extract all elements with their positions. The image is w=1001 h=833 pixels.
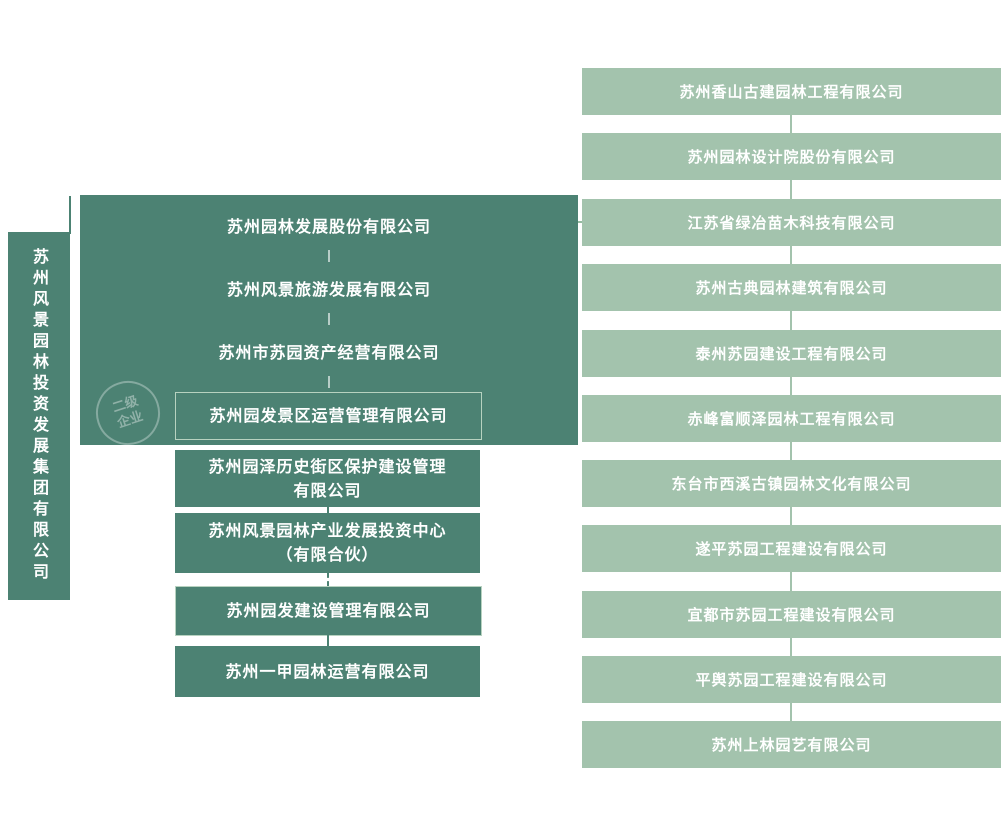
connector-line xyxy=(790,311,792,330)
company-label: 苏州一甲园林运营有限公司 xyxy=(225,661,430,681)
connector-line xyxy=(790,638,792,656)
right-company-box: 平舆苏园工程建设有限公司 xyxy=(582,656,1001,703)
middle-company-box: 苏州园发建设管理有限公司 xyxy=(175,586,482,636)
company-label: 平舆苏园工程建设有限公司 xyxy=(695,671,888,689)
company-label: 赤峰富顺泽园林工程有限公司 xyxy=(687,410,896,428)
dash-connector xyxy=(327,573,329,586)
right-company-box: 东台市西溪古镇园林文化有限公司 xyxy=(582,460,1001,507)
middle-company-row: 苏州市苏园资产经营有限公司 xyxy=(80,322,578,380)
company-label: 东台市西溪古镇园林文化有限公司 xyxy=(671,475,912,493)
middle-company-row: 苏州园林发展股份有限公司 xyxy=(80,196,578,254)
company-label: 遂平苏园工程建设有限公司 xyxy=(695,540,888,558)
company-label: 苏州园林设计院股份有限公司 xyxy=(687,148,896,166)
right-company-box: 泰州苏园建设工程有限公司 xyxy=(582,330,1001,377)
connector-line xyxy=(790,115,792,133)
connector-root-to-panel xyxy=(69,196,71,234)
connector-line xyxy=(790,180,792,199)
company-label: 苏州古典园林建筑有限公司 xyxy=(695,279,888,297)
connector-panel-to-right xyxy=(575,221,584,223)
middle-company-box: 苏州园泽历史街区保护建设管理有限公司 xyxy=(175,450,480,507)
right-company-box: 苏州香山古建园林工程有限公司 xyxy=(582,68,1001,115)
connector-line xyxy=(790,246,792,264)
company-label: 苏州园泽历史街区保护建设管理有限公司 xyxy=(208,456,447,500)
company-label: 苏州园发景区运营管理有限公司 xyxy=(209,406,448,425)
company-label: 泰州苏园建设工程有限公司 xyxy=(695,345,888,363)
connector-line xyxy=(790,377,792,395)
connector-line xyxy=(790,703,792,721)
company-label: 苏州园发建设管理有限公司 xyxy=(226,601,431,620)
dash-connector xyxy=(327,507,329,513)
dash-connector xyxy=(327,634,329,646)
dash-connector xyxy=(328,376,330,388)
right-company-box: 宜都市苏园工程建设有限公司 xyxy=(582,591,1001,638)
company-label: 苏州香山古建园林工程有限公司 xyxy=(679,83,904,101)
middle-company-box: 苏州一甲园林运营有限公司 xyxy=(175,646,480,697)
company-label: 宜都市苏园工程建设有限公司 xyxy=(687,606,896,624)
right-company-box: 苏州古典园林建筑有限公司 xyxy=(582,264,1001,311)
company-label: 江苏省绿冶苗木科技有限公司 xyxy=(687,214,896,232)
connector-line xyxy=(790,507,792,525)
connector-line xyxy=(790,572,792,591)
connector-line xyxy=(790,442,792,460)
middle-company-row: 苏州风景旅游发展有限公司 xyxy=(80,259,578,317)
right-company-box: 遂平苏园工程建设有限公司 xyxy=(582,525,1001,572)
company-label: 苏州上林园艺有限公司 xyxy=(711,736,872,754)
dash-connector xyxy=(328,313,330,325)
company-label: 苏州园林发展股份有限公司 xyxy=(226,217,431,236)
root-company-box: 苏州风景园林投资发展集团有限公司 xyxy=(8,232,70,600)
dash-connector xyxy=(328,250,330,262)
right-company-box: 江苏省绿冶苗木科技有限公司 xyxy=(582,199,1001,246)
company-label: 苏州风景园林产业发展投资中心（有限合伙） xyxy=(208,521,447,564)
company-label: 苏州市苏园资产经营有限公司 xyxy=(218,343,440,362)
right-company-box: 赤峰富顺泽园林工程有限公司 xyxy=(582,395,1001,442)
right-company-box: 苏州上林园艺有限公司 xyxy=(582,721,1001,768)
root-company-label: 苏州风景园林投资发展集团有限公司 xyxy=(30,248,49,584)
right-company-box: 苏州园林设计院股份有限公司 xyxy=(582,133,1001,180)
middle-company-box: 苏州风景园林产业发展投资中心（有限合伙） xyxy=(175,513,480,573)
middle-company-box: 苏州园发景区运营管理有限公司 xyxy=(175,392,482,440)
company-label: 苏州风景旅游发展有限公司 xyxy=(226,280,431,299)
